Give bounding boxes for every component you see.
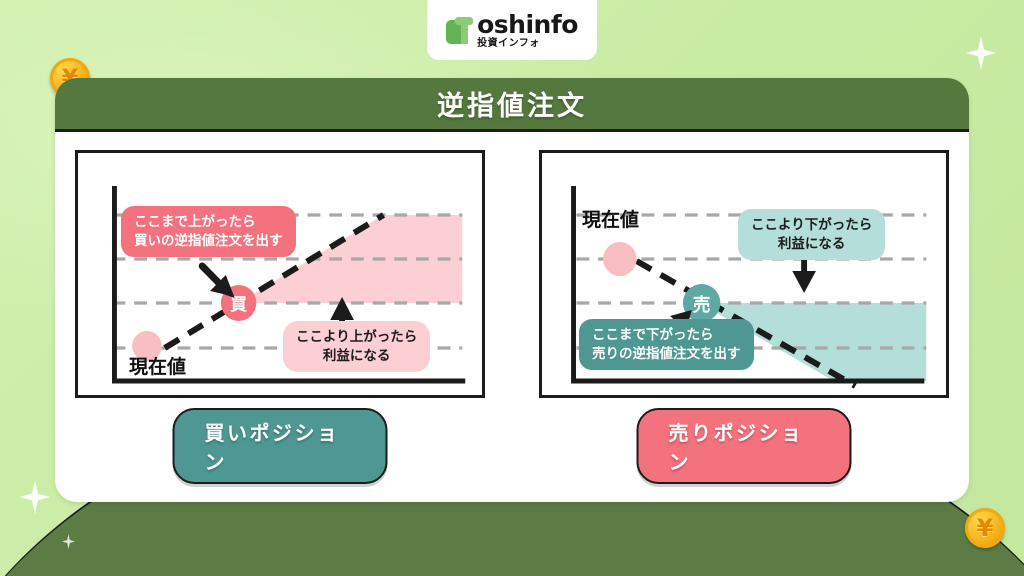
sell-marker-label: 売 [693, 294, 711, 316]
profit-zone-shape [699, 303, 927, 381]
arrow-down-icon [792, 257, 816, 293]
brand-logo: oshinfo 投資インフォ [446, 12, 578, 49]
current-price-marker [132, 331, 162, 361]
main-card: 逆指値注文 [55, 78, 969, 502]
callout-line-1: ここより下がったら [751, 217, 873, 233]
current-price-label: 現在値 [582, 209, 640, 231]
callout-line-1: ここまで下がったら [592, 327, 714, 343]
callout-line-2: 売りの逆指値注文を出す [592, 345, 741, 362]
chart-axes [111, 186, 466, 384]
callout-buy-trigger: ここまで上がったら 買いの逆指値注文を出す [121, 206, 296, 258]
profit-zone-shape [238, 215, 463, 303]
brand-wordmark: oshinfo [477, 10, 578, 39]
sell-position-button[interactable]: 売りポジション [636, 408, 852, 484]
page-title: 逆指値注文 [437, 91, 587, 122]
callout-sell-trigger: ここまで下がったら 売りの逆指値注文を出す [579, 319, 754, 371]
chart-axes [571, 186, 925, 384]
toshinfo-t-mark-icon [446, 17, 474, 44]
yen-coin-icon: ¥ [965, 508, 1005, 548]
sell-order-marker [682, 284, 721, 322]
callout-buy-profit: ここより上がったら 利益になる [283, 321, 431, 373]
brand-logo-badge: oshinfo 投資インフォ [427, 0, 597, 60]
current-price-label: 現在値 [129, 356, 187, 378]
callout-line-2: 利益になる [777, 235, 846, 252]
callout-sell-profit: ここより下がったら 利益になる [738, 209, 886, 261]
arrow-down-right-icon [198, 262, 235, 298]
buy-position-button[interactable]: 買いポジション [172, 408, 388, 484]
chart-frame-sell: 売 ここより下がったら 利益になる [539, 150, 949, 398]
buy-marker-label: 買 [230, 294, 247, 314]
brand-text-block: oshinfo 投資インフォ [477, 12, 578, 49]
callout-line-1: ここより上がったら [296, 329, 418, 345]
card-body: 買 ここまで上がったら 買いの逆指値注文を出す [55, 132, 969, 484]
panel-sell-position: 売 ここより下がったら 利益になる [529, 150, 959, 484]
chart-frame-buy: 買 ここまで上がったら 買いの逆指値注文を出す [75, 150, 485, 398]
current-price-marker [603, 242, 637, 276]
price-trend-line [163, 212, 385, 351]
callout-line-2: 利益になる [322, 347, 391, 364]
card-header: 逆指値注文 [55, 78, 969, 132]
brand-subtext: 投資インフォ [477, 38, 540, 49]
callout-line-1: ここまで上がったら [134, 214, 256, 230]
panel-buy-position: 買 ここまで上がったら 買いの逆指値注文を出す [65, 150, 495, 484]
callout-line-2: 買いの逆指値注文を出す [134, 232, 283, 249]
